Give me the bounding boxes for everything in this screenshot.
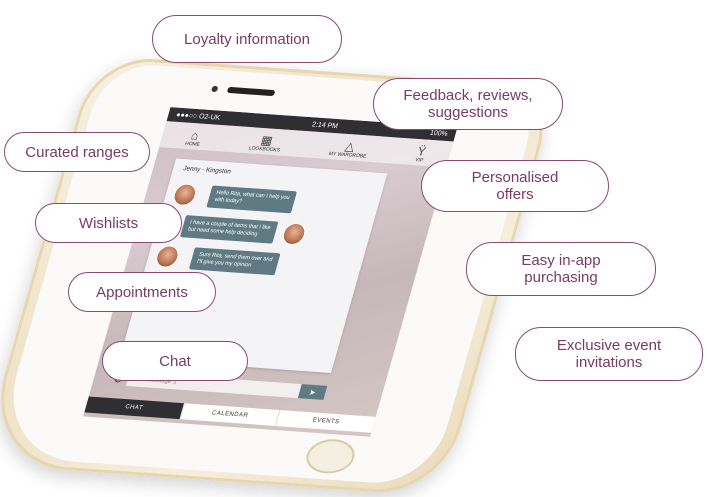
callout-loyalty-information: Loyalty information [152, 15, 342, 63]
callout-curated-ranges: Curated ranges [4, 132, 150, 172]
camera-icon [210, 85, 219, 93]
callout-label: Wishlists [78, 214, 139, 232]
home-icon: ⌂ [189, 128, 201, 143]
callout-label: purchasing [524, 269, 598, 286]
callout-feedback: Feedback, reviews, suggestions [373, 78, 563, 130]
tab-calendar[interactable]: CALENDAR [179, 403, 280, 426]
callout-label: offers [496, 186, 534, 203]
callout-chat: Chat [102, 341, 248, 381]
avatar [279, 222, 308, 246]
callout-label: Personalised [471, 169, 559, 186]
nav-item-label: MY WARDROBE [327, 151, 368, 160]
nav-item-lookbooks[interactable]: ▦ LOOKBOOKS [247, 133, 284, 155]
chat-message-outgoing: I have a couple of items that I like but… [179, 215, 308, 246]
battery-label: 100% [429, 129, 449, 138]
callout-personalised-offers: Personalised offers [421, 160, 609, 212]
callout-appointments: Appointments [68, 272, 216, 312]
callout-label: Chat [159, 352, 191, 370]
callout-label: Loyalty information [184, 30, 310, 48]
callout-exclusive-events: Exclusive event invitations [515, 327, 703, 381]
message-bubble: Sure Rita, send them over and I'll give … [188, 247, 281, 276]
glass-icon: Ÿ [415, 144, 428, 159]
nav-item-vip[interactable]: Ÿ VIP [414, 144, 428, 166]
callout-wishlists: Wishlists [35, 203, 182, 243]
chat-message-incoming: Sure Rita, send them over and I'll give … [153, 244, 281, 276]
callout-label: Exclusive event [556, 337, 662, 354]
callout-label: Curated ranges [25, 143, 129, 161]
callout-label: suggestions [427, 104, 509, 121]
send-button[interactable]: ➤ [297, 384, 328, 400]
carrier-label: ●●●○○ O2-UK [175, 111, 222, 122]
callout-label: Appointments [96, 283, 188, 301]
lookbook-icon: ▦ [259, 133, 275, 148]
chat-message-incoming: Hello Rita, what can I help you with tod… [170, 182, 298, 214]
callout-easy-purchasing: Easy in-app purchasing [466, 242, 656, 296]
speaker-grille [226, 86, 276, 97]
bottom-tab-bar: CHAT CALENDAR EVENTS [84, 396, 376, 433]
nav-item-label: HOME [184, 140, 201, 148]
callout-label: Easy in-app [521, 252, 601, 269]
time-label: 2:14 PM [311, 120, 339, 130]
avatar [153, 244, 182, 269]
nav-item-my-wardrobe[interactable]: △ MY WARDROBE [327, 139, 370, 162]
home-button[interactable] [302, 437, 359, 475]
nav-item-label: VIP [414, 157, 424, 164]
tab-chat[interactable]: CHAT [84, 396, 184, 420]
message-bubble: Hello Rita, what can I help you with tod… [206, 185, 298, 214]
nav-item-home[interactable]: ⌂ HOME [184, 128, 204, 150]
nav-item-label: LOOKBOOKS [247, 145, 281, 154]
callout-label: invitations [575, 354, 643, 371]
message-bubble: I have a couple of items that I like but… [179, 215, 279, 244]
tab-events[interactable]: EVENTS [275, 410, 376, 433]
send-icon: ➤ [307, 387, 318, 397]
chat-title: Jenny - Kingston [182, 165, 232, 176]
callout-label: Feedback, reviews, [403, 87, 533, 104]
avatar [170, 182, 199, 207]
hanger-icon: △ [343, 139, 357, 154]
